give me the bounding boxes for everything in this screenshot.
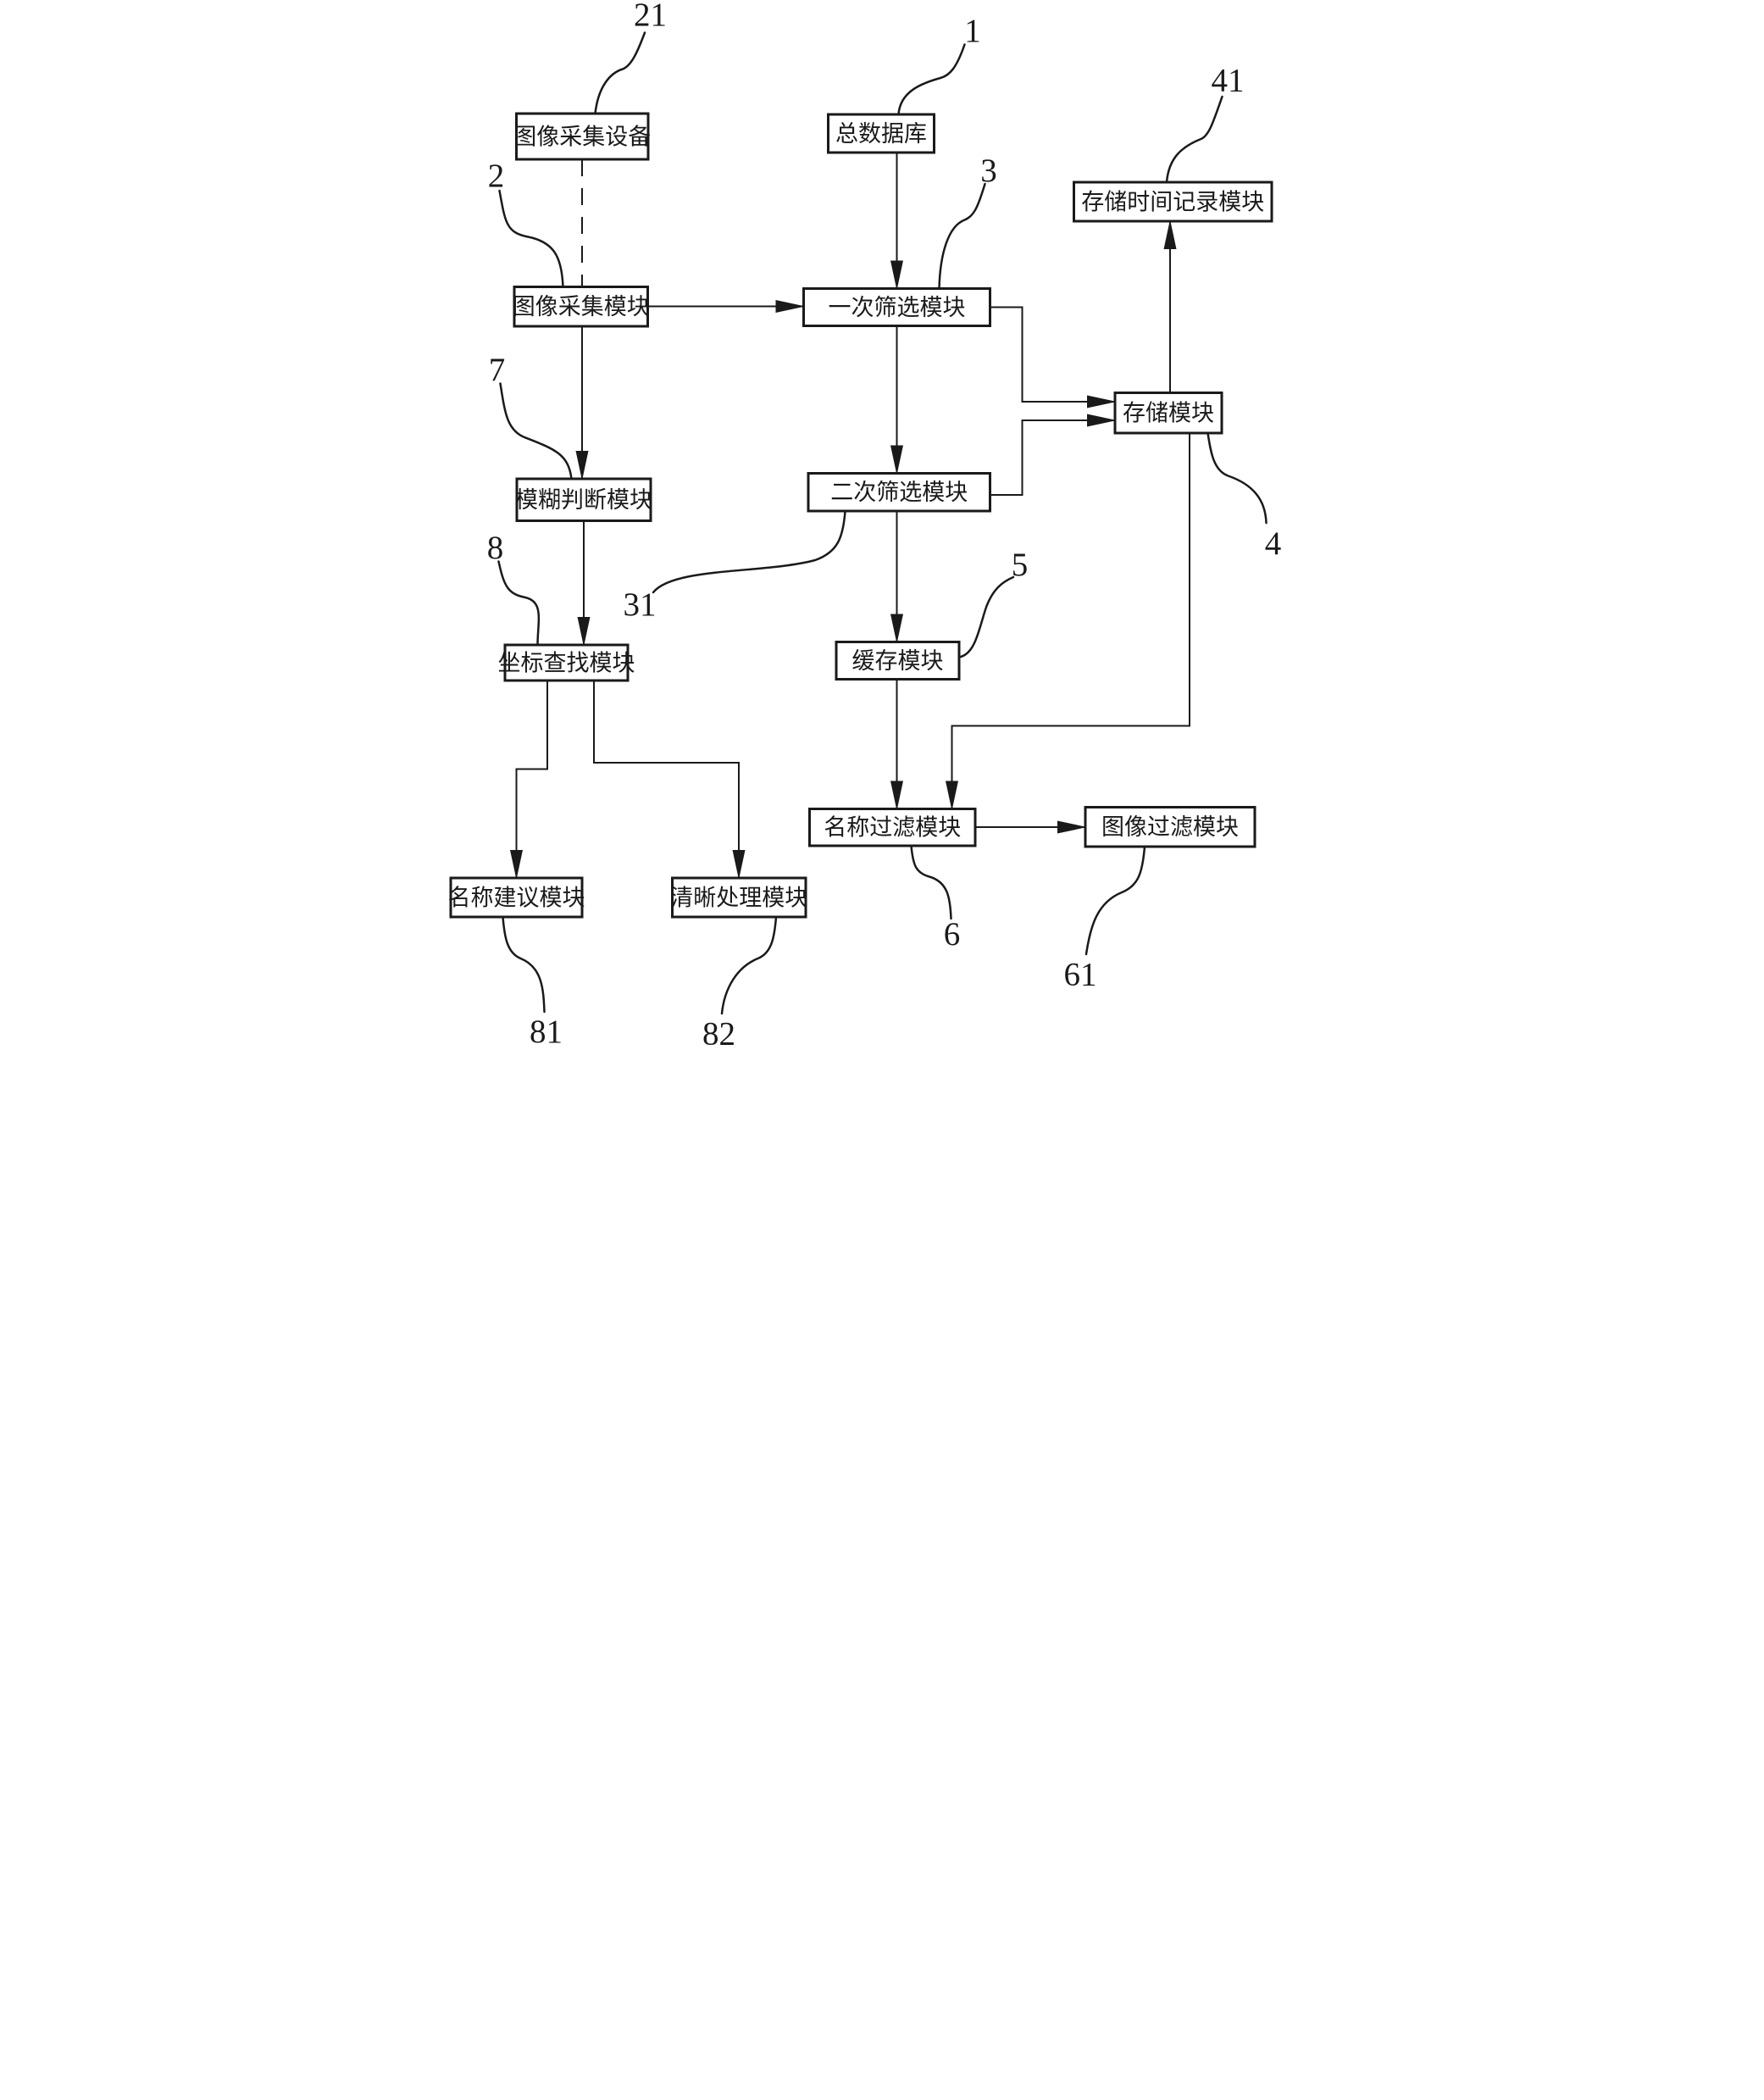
ref-label-1: 1 [964, 13, 981, 49]
module-box-storage-module [1113, 392, 1223, 435]
module-label-master-database: 总数据库 [835, 121, 927, 147]
module-name-suggestion-module: 名称建议模块 [447, 876, 585, 919]
module-box-coordinate-lookup-module [503, 643, 629, 682]
module-label-name-filter-module: 名称过滤模块 [824, 815, 961, 841]
leader-line-8 [496, 560, 540, 647]
ref-label-31: 31 [623, 586, 656, 623]
module-box-name-filter-module [807, 808, 976, 847]
module-label-name-suggestion-module: 名称建议模块 [447, 885, 585, 910]
module-label-secondary-screening-module: 二次筛选模块 [830, 480, 968, 505]
ref-label-4: 4 [1264, 525, 1281, 562]
module-coordinate-lookup-module: 坐标查找模块 [497, 643, 635, 682]
module-image-filter-module: 图像过滤模块 [1084, 806, 1256, 848]
edge-storage-to-name-filter [945, 433, 1190, 811]
leader-line-1 [896, 43, 966, 116]
ref-label-82: 82 [702, 1016, 735, 1051]
module-box-cache-module [835, 641, 960, 681]
module-box-image-capture-module [513, 286, 649, 328]
ref-label-6: 6 [943, 916, 960, 953]
edge-primary-screening-to-storage [990, 306, 1117, 408]
leader-line-61 [1084, 845, 1145, 956]
ref-label-81: 81 [530, 1014, 563, 1050]
module-label-clarity-processing-module: 清晰处理模块 [670, 885, 807, 910]
module-label-cache-module: 缓存模块 [851, 648, 943, 674]
module-secondary-screening-module: 二次筛选模块 [807, 472, 991, 513]
module-label-primary-screening-module: 一次筛选模块 [828, 295, 965, 320]
ref-label-7: 7 [488, 352, 505, 388]
edge-secondary-screening-to-storage [990, 414, 1117, 496]
module-box-image-filter-module [1084, 806, 1256, 848]
edges-layer [509, 153, 1190, 880]
module-label-image-capture-module: 图像采集模块 [512, 294, 649, 319]
module-label-image-filter-module: 图像过滤模块 [1101, 814, 1239, 840]
module-box-clarity-processing-module [670, 876, 807, 919]
module-storage-module: 存储模块 [1113, 392, 1223, 435]
module-label-storage-time-record-module: 存储时间记录模块 [1081, 189, 1264, 214]
module-clarity-processing-module: 清晰处理模块 [670, 876, 807, 919]
module-storage-time-record-module: 存储时间记录模块 [1072, 181, 1273, 223]
edge-coordinate-to-clarity [592, 681, 745, 880]
module-blur-judgment-module: 模糊判断模块 [515, 477, 652, 522]
ref-label-8: 8 [486, 530, 503, 566]
module-box-blur-judgment-module [515, 477, 652, 522]
module-label-coordinate-lookup-module: 坐标查找模块 [497, 650, 635, 675]
ref-label-3: 3 [980, 153, 997, 189]
module-box-name-suggestion-module [449, 876, 583, 919]
module-box-secondary-screening-module [807, 472, 991, 513]
leader-line-5 [959, 575, 1014, 658]
module-image-capture-module: 图像采集模块 [512, 286, 649, 328]
module-label-storage-module: 存储模块 [1123, 401, 1214, 426]
leader-line-41 [1165, 95, 1223, 184]
leader-lines-layer [496, 31, 1268, 1015]
module-box-image-capture-device [514, 112, 649, 161]
leader-line-21 [593, 31, 646, 115]
leader-line-2 [497, 189, 564, 288]
ref-label-2: 2 [487, 158, 504, 194]
leader-line-3 [937, 182, 986, 290]
module-cache-module: 缓存模块 [835, 641, 960, 681]
module-box-primary-screening-module [802, 287, 991, 327]
leader-line-6 [909, 844, 952, 920]
ref-label-5: 5 [1011, 547, 1028, 583]
module-box-storage-time-record-module [1072, 181, 1273, 223]
module-name-filter-module: 名称过滤模块 [807, 808, 976, 847]
edge-coordinate-to-name-suggestion [509, 681, 548, 880]
module-master-database: 总数据库 [826, 113, 935, 154]
ref-label-21: 21 [634, 0, 667, 33]
ref-label-41: 41 [1211, 63, 1244, 99]
module-label-blur-judgment-module: 模糊判断模块 [515, 487, 652, 513]
ref-label-61: 61 [1063, 957, 1096, 993]
leader-line-31 [652, 510, 846, 594]
module-box-master-database [826, 113, 935, 154]
leader-line-4 [1206, 431, 1268, 525]
module-image-capture-device: 图像采集设备 [513, 112, 651, 161]
leader-line-82 [720, 915, 777, 1015]
leader-line-7 [498, 382, 573, 481]
module-label-image-capture-device: 图像采集设备 [513, 124, 651, 149]
module-primary-screening-module: 一次筛选模块 [802, 287, 991, 327]
leader-line-81 [501, 915, 546, 1014]
figure-stage: 图像采集设备 总数据库存储时间记录模块图像采集模块 一次筛选模块存储模块模糊判断模块… [441, 0, 1323, 1050]
